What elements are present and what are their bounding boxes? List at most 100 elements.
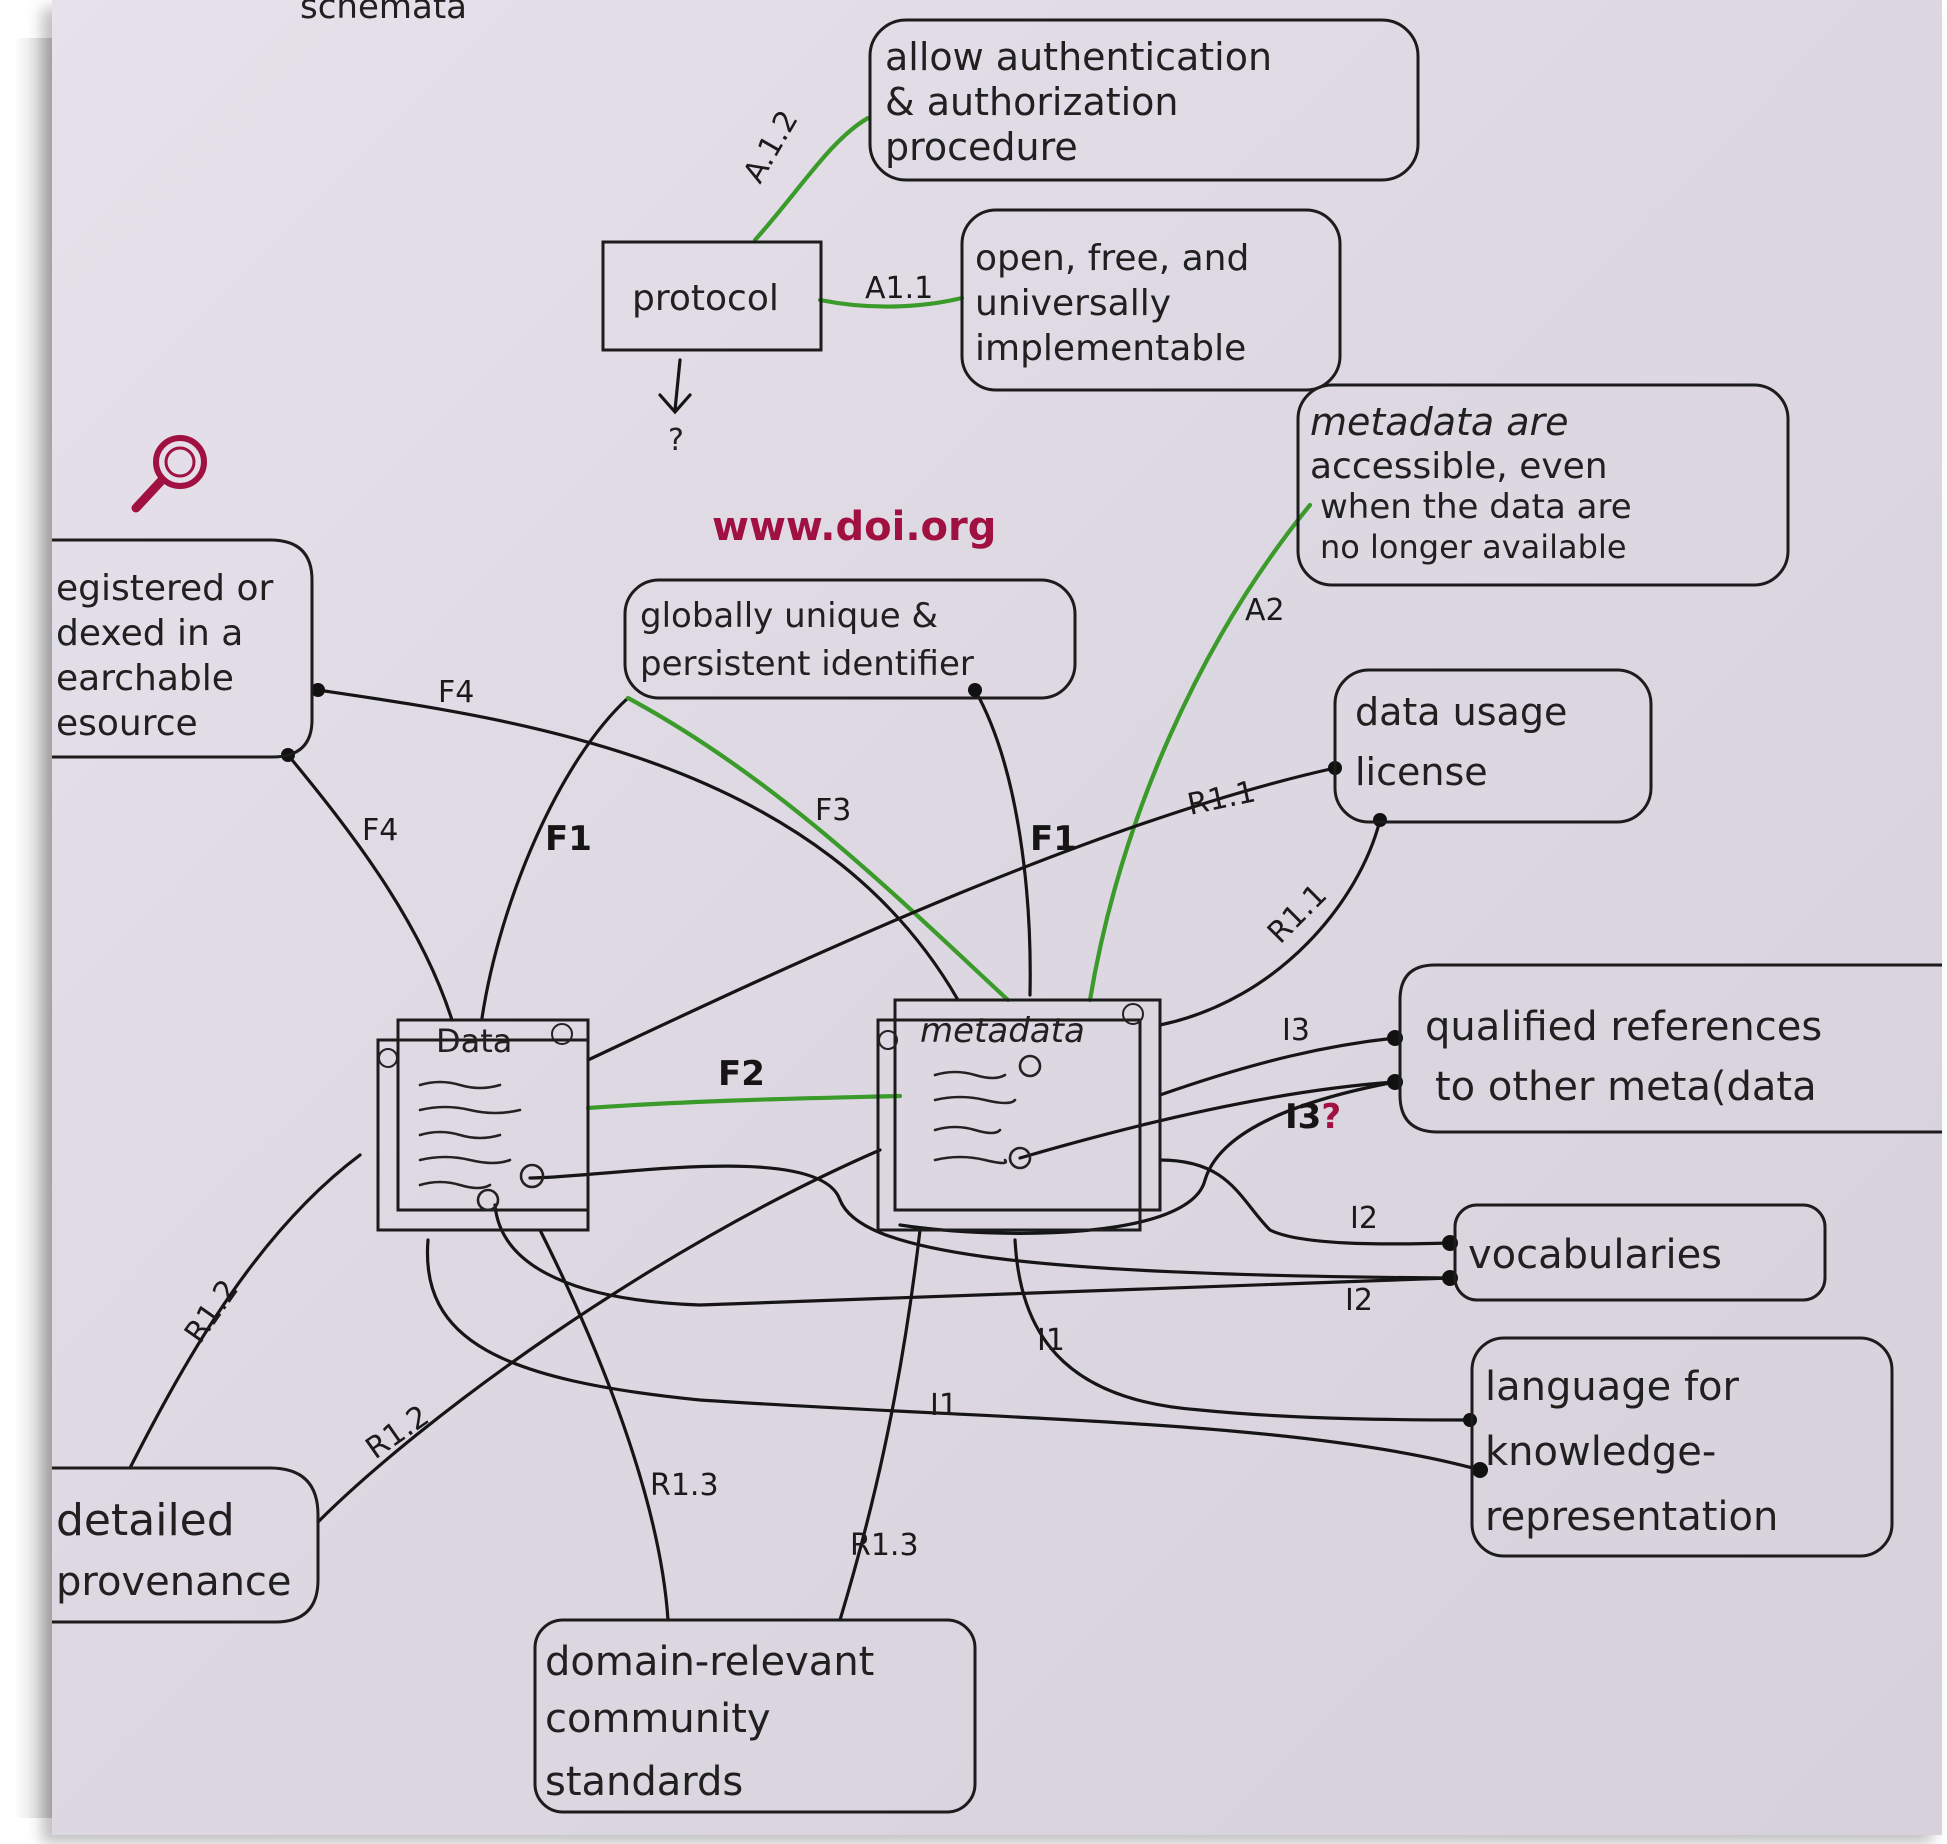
- edge-a2: [1087, 502, 1313, 1003]
- svg-text:vocabularies: vocabularies: [1468, 1232, 1722, 1278]
- node-qualified: qualified references to other meta(data: [1398, 963, 1942, 1134]
- svg-text:& authorization: & authorization: [885, 80, 1179, 124]
- label-i1-right: I1: [1037, 1323, 1065, 1358]
- edge-i2-bottom: [528, 1164, 1452, 1280]
- paper-sheet: [52, 0, 1942, 1835]
- label-f4-top: F4: [438, 675, 474, 710]
- edge-data-vocab: [493, 1203, 1452, 1307]
- label-r11-top: R1.1: [1184, 774, 1258, 822]
- svg-text:dexed in a: dexed in a: [56, 613, 243, 654]
- edge-f2: [585, 1093, 903, 1111]
- label-a11: A1.1: [865, 271, 933, 306]
- dot: [1373, 813, 1387, 827]
- edge-f4-left: [286, 753, 454, 1022]
- svg-text:metadata are: metadata are: [1310, 400, 1569, 444]
- label-i1-mid: I1: [930, 1388, 958, 1423]
- edge-r13-left: [538, 1228, 670, 1622]
- svg-text:provenance: provenance: [56, 1559, 292, 1605]
- svg-text:qualified references: qualified references: [1425, 1004, 1822, 1050]
- node-meta-access: metadata are accessible, even when the d…: [1296, 383, 1790, 587]
- svg-text:when the data are: when the data are: [1320, 487, 1632, 527]
- node-protocol: protocol ?: [601, 240, 823, 458]
- svg-text:universally: universally: [975, 283, 1171, 324]
- dot: [968, 683, 982, 697]
- label-r13-right: R1.3: [850, 1528, 919, 1563]
- svg-text:knowledge-: knowledge-: [1485, 1429, 1716, 1475]
- edge-i3-top: [1158, 1036, 1397, 1097]
- svg-text:to other meta(data: to other meta(data: [1435, 1064, 1817, 1110]
- dot: [311, 683, 325, 697]
- edge-i1-right: [1013, 1238, 1472, 1422]
- dot: [1463, 1413, 1477, 1427]
- label-a2: A2: [1245, 593, 1285, 628]
- edge-f1-left: [480, 696, 630, 1020]
- svg-text:allow authentication: allow authentication: [885, 35, 1272, 79]
- svg-text:open, free, and: open, free, and: [975, 238, 1249, 279]
- edge-r13-right: [838, 1228, 922, 1622]
- edge-r12-mid: [316, 1148, 882, 1524]
- svg-text:no longer available: no longer available: [1320, 528, 1627, 566]
- node-provenance: detailed provenance: [52, 1466, 320, 1624]
- node-standards: domain-relevant community standards: [533, 1618, 977, 1814]
- edge-i3-q: [1018, 1080, 1397, 1160]
- svg-text:protocol: protocol: [632, 278, 779, 319]
- edge-r12-left: [128, 1153, 362, 1470]
- edge-f1-right: [973, 688, 1032, 997]
- edge-metadata-loop: [898, 1080, 1397, 1235]
- edge-i1-mid: [425, 1238, 1482, 1472]
- node-open: open, free, and universally implementabl…: [960, 208, 1342, 392]
- edge-r11-top: [586, 766, 1337, 1062]
- svg-text:persistent identifier: persistent identifier: [640, 644, 974, 684]
- protocol-down-arrow: [658, 358, 692, 415]
- edge-f3: [625, 695, 1011, 1003]
- label-r11-right: R1.1: [1261, 877, 1334, 950]
- header-scrap-text: schemata: [300, 0, 467, 27]
- svg-text:implementable: implementable: [975, 328, 1246, 369]
- svg-text:representation: representation: [1485, 1494, 1778, 1540]
- svg-text:esource: esource: [56, 703, 198, 744]
- svg-text:data usage: data usage: [1355, 690, 1567, 734]
- magnifier-icon: [131, 435, 207, 513]
- label-f2: F2: [718, 1054, 765, 1094]
- node-auth: allow authentication & authorization pro…: [868, 18, 1420, 182]
- edge-a11: [817, 295, 965, 309]
- node-data: Data: [376, 1018, 590, 1232]
- label-i2-top: I2: [1350, 1201, 1378, 1236]
- svg-text:domain-relevant: domain-relevant: [545, 1639, 874, 1685]
- svg-text:earchable: earchable: [56, 658, 234, 699]
- label-i3-top: I3: [1282, 1013, 1310, 1048]
- doi-url: www.doi.org: [712, 504, 996, 550]
- paper-shadow: [14, 38, 54, 1818]
- edge-a12: [752, 115, 871, 243]
- label-f4-left: F4: [362, 813, 398, 848]
- svg-text:community: community: [545, 1696, 771, 1742]
- svg-text:license: license: [1355, 750, 1488, 794]
- node-metadata: metadata: [876, 998, 1162, 1232]
- svg-text:standards: standards: [545, 1759, 743, 1805]
- node-license: data usage license: [1333, 668, 1653, 824]
- protocol-arrow-question: ?: [668, 423, 684, 458]
- svg-text:Data: Data: [436, 1022, 512, 1060]
- svg-text:procedure: procedure: [885, 125, 1078, 169]
- label-r12-mid: R1.2: [360, 1399, 436, 1467]
- label-f1-right: F1: [1030, 819, 1077, 859]
- label-i3-q: I3?: [1285, 1097, 1341, 1137]
- svg-text:globally unique &: globally unique &: [640, 596, 938, 636]
- label-f1-left: F1: [545, 819, 592, 859]
- dot: [1472, 1462, 1488, 1478]
- edge-r11-right: [1158, 818, 1382, 1027]
- svg-text:detailed: detailed: [56, 1495, 235, 1546]
- node-identifier: globally unique & persistent identifier: [623, 578, 1077, 700]
- label-a12: A.1.2: [737, 105, 806, 189]
- svg-text:metadata: metadata: [920, 1011, 1085, 1051]
- edge-f4-top: [316, 688, 960, 1002]
- label-f3: F3: [815, 793, 851, 828]
- svg-text:language for: language for: [1485, 1364, 1740, 1410]
- edge-i2-top: [1158, 1158, 1452, 1246]
- node-language: language for knowledge- representation: [1470, 1336, 1894, 1558]
- node-vocabularies: vocabularies: [1453, 1203, 1827, 1302]
- svg-text:egistered or: egistered or: [56, 568, 274, 609]
- node-registered: egistered or dexed in a earchable esourc…: [52, 538, 314, 759]
- label-i2-bottom: I2: [1345, 1283, 1373, 1318]
